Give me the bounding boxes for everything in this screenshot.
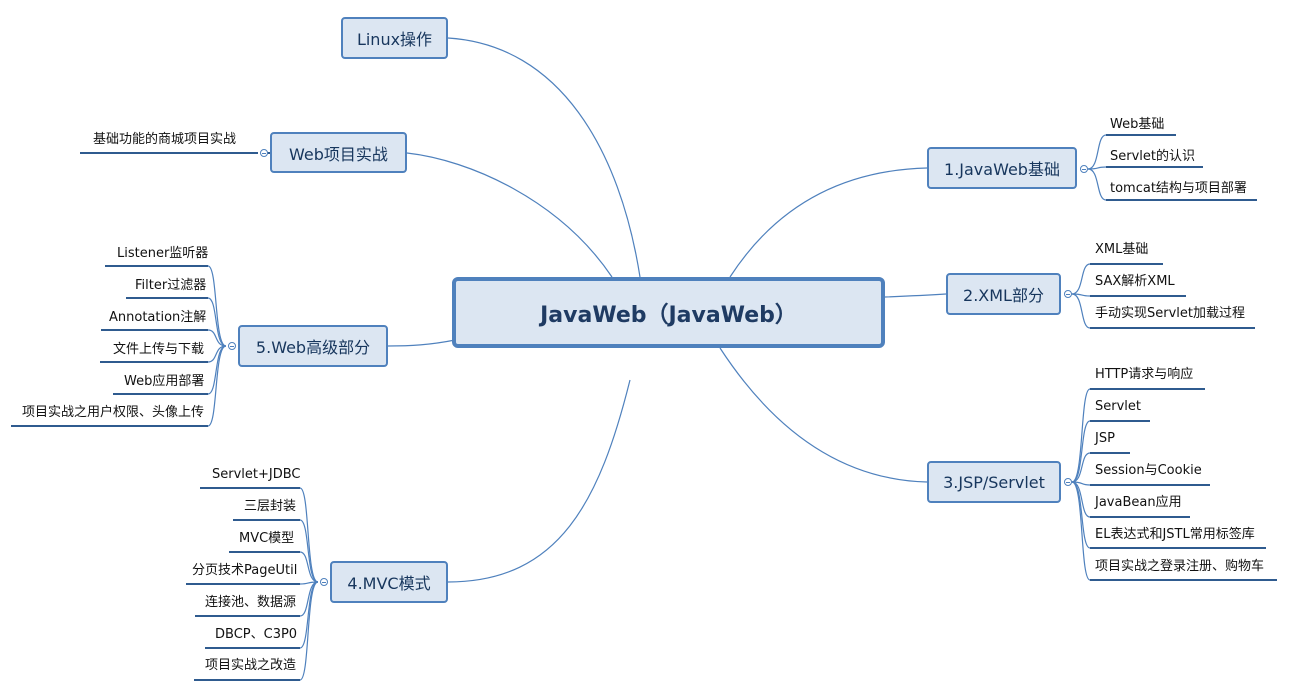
xml-branch-2 [1071, 293, 1091, 329]
leaf-jsp[interactable]: JSP [1095, 431, 1115, 446]
leaf-mvc-model[interactable]: MVC模型 [239, 531, 295, 546]
topic-linux[interactable]: Linux操作 [341, 17, 448, 59]
leaf-file-upload[interactable]: 文件上传与下载 [113, 342, 205, 357]
leaf-xml-basics[interactable]: XML基础 [1095, 242, 1149, 257]
leaf-servlet-intro[interactable]: Servlet的认识 [1110, 149, 1195, 164]
collapse-toggle-jsp-servlet[interactable] [1064, 478, 1072, 486]
leaf-user-permission[interactable]: 项目实战之用户权限、头像上传 [22, 405, 205, 420]
jsp-branch-6 [1071, 481, 1091, 581]
mvc-branch-2 [299, 551, 319, 583]
basic-branch-0 [1087, 134, 1107, 170]
collapse-toggle-javaweb-basic[interactable] [1080, 165, 1088, 173]
topic-web-advanced[interactable]: 5.Web高级部分 [238, 325, 388, 367]
topic-jsp-servlet[interactable]: 3.JSP/Servlet [927, 461, 1061, 503]
leaf-session-cookie[interactable]: Session与Cookie [1095, 463, 1202, 478]
leaf-login-cart[interactable]: 项目实战之登录注册、购物车 [1095, 559, 1265, 574]
leaf-mvc-refactor[interactable]: 项目实战之改造 [205, 658, 297, 673]
basic-branch-2 [1087, 168, 1107, 201]
mvc-branch-1 [299, 519, 319, 583]
topic-web-project[interactable]: Web项目实战 [270, 132, 407, 173]
xml-branch-0 [1071, 263, 1091, 295]
leaf-javabean[interactable]: JavaBean应用 [1095, 495, 1182, 510]
topic-mvc[interactable]: 4.MVC模式 [330, 561, 448, 603]
connector-xml [884, 293, 947, 298]
connector-web-advanced [387, 339, 456, 347]
leaf-http[interactable]: HTTP请求与响应 [1095, 367, 1194, 382]
connector-javaweb-basic [729, 167, 928, 278]
jsp-branch-2 [1071, 452, 1091, 483]
leaf-servlet-jdbc[interactable]: Servlet+JDBC [212, 467, 301, 482]
topic-javaweb-basic[interactable]: 1.JavaWeb基础 [927, 147, 1077, 189]
leaf-tomcat[interactable]: tomcat结构与项目部署 [1110, 181, 1247, 196]
collapse-toggle-xml[interactable] [1064, 290, 1072, 298]
mvc-branch-6 [299, 581, 319, 681]
leaf-three-layer[interactable]: 三层封装 [244, 499, 297, 514]
leaf-sax[interactable]: SAX解析XML [1095, 274, 1175, 289]
topic-xml[interactable]: 2.XML部分 [946, 273, 1061, 315]
root-topic[interactable]: JavaWeb（JavaWeb） [452, 277, 885, 348]
leaf-web-deploy[interactable]: Web应用部署 [124, 374, 205, 389]
leaf-listener[interactable]: Listener监听器 [117, 246, 209, 261]
adv-branch-0 [207, 265, 227, 347]
adv-branch-5 [207, 345, 227, 427]
collapse-toggle-mvc[interactable] [320, 578, 328, 586]
leaf-servlet-loading[interactable]: 手动实现Servlet加载过程 [1095, 306, 1245, 321]
leaf-pageutil[interactable]: 分页技术PageUtil [192, 563, 298, 578]
mvc-branch-0 [299, 487, 319, 583]
jsp-branch-0 [1071, 388, 1091, 483]
connector-mvc [447, 379, 631, 583]
collapse-toggle-web-advanced[interactable] [228, 342, 236, 350]
connector-linux [447, 37, 641, 278]
connector-web-project [406, 152, 613, 278]
leaf-servlet[interactable]: Servlet [1095, 399, 1141, 414]
jsp-branch-1 [1071, 420, 1091, 483]
leaf-annotation[interactable]: Annotation注解 [109, 310, 207, 325]
adv-branch-1 [207, 297, 227, 347]
adv-branch-2 [207, 329, 227, 347]
leaf-mall-project[interactable]: 基础功能的商城项目实战 [93, 132, 237, 147]
leaf-el-jstl[interactable]: EL表达式和JSTL常用标签库 [1095, 527, 1255, 542]
collapse-toggle-web-project[interactable] [260, 149, 268, 157]
connector-jsp-servlet [719, 347, 928, 483]
leaf-connection-pool[interactable]: 连接池、数据源 [205, 595, 297, 610]
leaf-web-basics[interactable]: Web基础 [1110, 117, 1165, 132]
leaf-filter[interactable]: Filter过滤器 [135, 278, 207, 293]
leaf-dbcp-c3p0[interactable]: DBCP、C3P0 [215, 627, 298, 642]
